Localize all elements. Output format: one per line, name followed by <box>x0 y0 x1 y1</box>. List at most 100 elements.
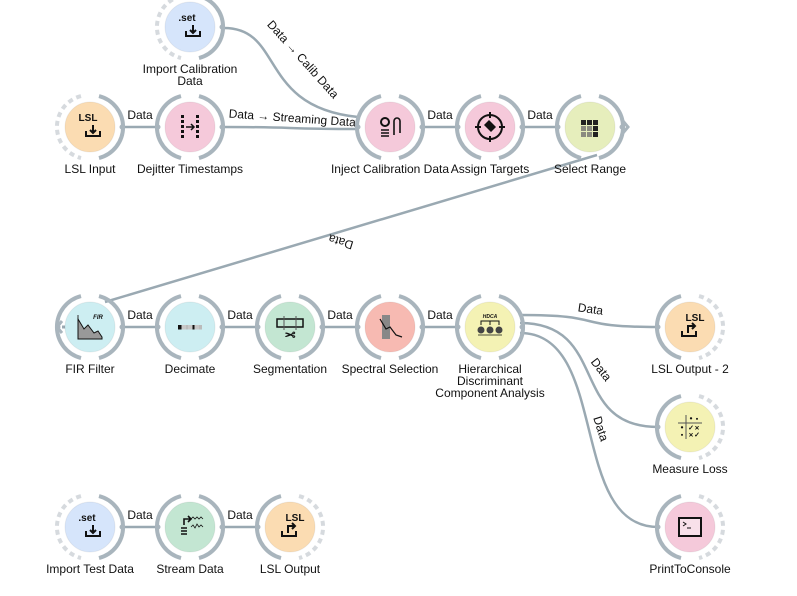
svg-text:•: • <box>681 423 684 432</box>
measure-loss-icon: •▪•✓✕▪✕✓ <box>678 414 702 439</box>
node-label: Assign Targets <box>451 162 530 176</box>
node-stream-data[interactable]: Stream Data <box>154 494 226 576</box>
console-icon <box>678 517 702 537</box>
link-path[interactable] <box>223 26 359 119</box>
link-label: Data <box>326 231 355 252</box>
lsl-export-icon: LSL <box>281 513 304 537</box>
input-anchor[interactable] <box>154 0 182 60</box>
node-assign-targets[interactable]: Assign Targets <box>451 94 530 176</box>
svg-text:▪: ▪ <box>681 432 684 439</box>
input-channel-dot <box>155 324 161 330</box>
node-inject-calibration[interactable]: Inject Calibration Data <box>331 94 449 176</box>
node-spectral-selection[interactable]: Spectral Selection <box>342 294 439 376</box>
svg-text:✓: ✓ <box>688 425 694 432</box>
node-label: Import Calibration <box>143 62 238 76</box>
link-path[interactable] <box>221 125 359 131</box>
output-anchor[interactable] <box>298 494 326 560</box>
scissors-icon: ✂ <box>276 316 304 342</box>
input-channel-dot <box>255 524 261 530</box>
output-channel-dot <box>319 324 325 330</box>
link-label: Data <box>127 508 153 522</box>
node-dejitter[interactable]: Dejitter Timestamps <box>137 94 243 176</box>
node-label: PrintToConsole <box>649 562 731 576</box>
output-anchor[interactable] <box>698 494 726 560</box>
link-segmentation-to-spectral-selection[interactable]: Data <box>322 308 358 329</box>
svg-text:✕: ✕ <box>688 432 693 439</box>
node-print-to-console[interactable]: PrintToConsole <box>649 494 731 576</box>
link-label: Data <box>327 308 353 322</box>
node-label: LSL Input <box>65 162 117 176</box>
link-dejitter-to-inject-calibration[interactable]: Data → Streaming Data <box>221 107 359 131</box>
link-decimate-to-segmentation[interactable]: Data <box>222 308 258 329</box>
input-channel-dot <box>255 324 261 330</box>
node-segmentation[interactable]: ✂Segmentation <box>253 294 327 376</box>
link-spectral-selection-to-hdca[interactable]: Data <box>422 308 458 329</box>
node-measure-loss[interactable]: •▪•✓✕▪✕✓Measure Loss <box>652 394 728 476</box>
input-channel-dot <box>655 424 661 430</box>
stream-data-icon <box>181 515 204 535</box>
link-hdca-to-lsl-output-2[interactable]: Data <box>519 300 659 329</box>
input-anchor[interactable] <box>54 494 82 560</box>
output-channel-dot <box>619 124 625 130</box>
link-label: Data <box>427 108 453 122</box>
node-body[interactable] <box>164 1 216 53</box>
link-path[interactable] <box>104 153 598 304</box>
input-channel-dot <box>455 324 461 330</box>
link-import-test-to-stream-data[interactable]: Data <box>122 508 158 529</box>
link-label: Data <box>577 300 604 317</box>
link-inject-calibration-to-assign-targets[interactable]: Data <box>422 108 458 129</box>
output-channel-dot <box>119 324 125 330</box>
decimate-icon <box>178 325 202 330</box>
link-path[interactable] <box>519 321 659 429</box>
link-stream-data-to-lsl-output[interactable]: Data <box>222 508 258 529</box>
node-select-range[interactable]: Select Range <box>554 94 630 176</box>
lsl-export-icon: LSL <box>681 313 704 337</box>
output-anchor[interactable] <box>698 394 726 460</box>
link-lsl-input-to-dejitter[interactable]: Data <box>122 108 158 129</box>
node-body[interactable] <box>364 101 416 153</box>
node-decimate[interactable]: Decimate <box>154 294 226 376</box>
target-tag-icon <box>475 112 505 142</box>
link-path[interactable] <box>519 313 659 329</box>
output-arrow-icon <box>621 120 630 134</box>
output-channel-dot <box>519 324 525 330</box>
output-channel-dot <box>119 124 125 130</box>
input-channel-dot <box>355 124 361 130</box>
node-body[interactable] <box>64 501 116 553</box>
node-label: Dejitter Timestamps <box>137 162 243 176</box>
input-anchor[interactable] <box>54 94 82 160</box>
link-label: Data → Calib Data <box>264 17 342 101</box>
node-label: Hierarchical <box>458 362 521 376</box>
node-label: FIR Filter <box>65 362 114 376</box>
node-body[interactable] <box>664 401 716 453</box>
node-label: Measure Loss <box>652 462 727 476</box>
svg-text:✕: ✕ <box>694 425 699 432</box>
output-channel-dot <box>219 24 225 30</box>
node-label: Decimate <box>165 362 216 376</box>
node-label: Stream Data <box>156 562 224 576</box>
link-select-range-to-fir-filter[interactable]: Data <box>62 153 598 329</box>
input-channel-dot <box>455 124 461 130</box>
link-import-calibration-to-inject-calibration[interactable]: Data → Calib Data <box>223 17 359 119</box>
output-channel-dot <box>519 124 525 130</box>
link-label: Data <box>527 108 553 122</box>
link-path[interactable] <box>519 331 659 529</box>
node-body[interactable] <box>164 501 216 553</box>
output-channel-dot <box>419 324 425 330</box>
output-channel-dot <box>219 524 225 530</box>
svg-text:✂: ✂ <box>284 327 295 342</box>
link-fir-filter-to-decimate[interactable]: Data <box>122 308 158 329</box>
link-label: Data <box>427 308 453 322</box>
node-label: Spectral Selection <box>342 362 439 376</box>
link-assign-targets-to-select-range[interactable]: Data <box>522 108 558 129</box>
node-body[interactable] <box>64 101 116 153</box>
output-anchor[interactable] <box>698 294 726 360</box>
